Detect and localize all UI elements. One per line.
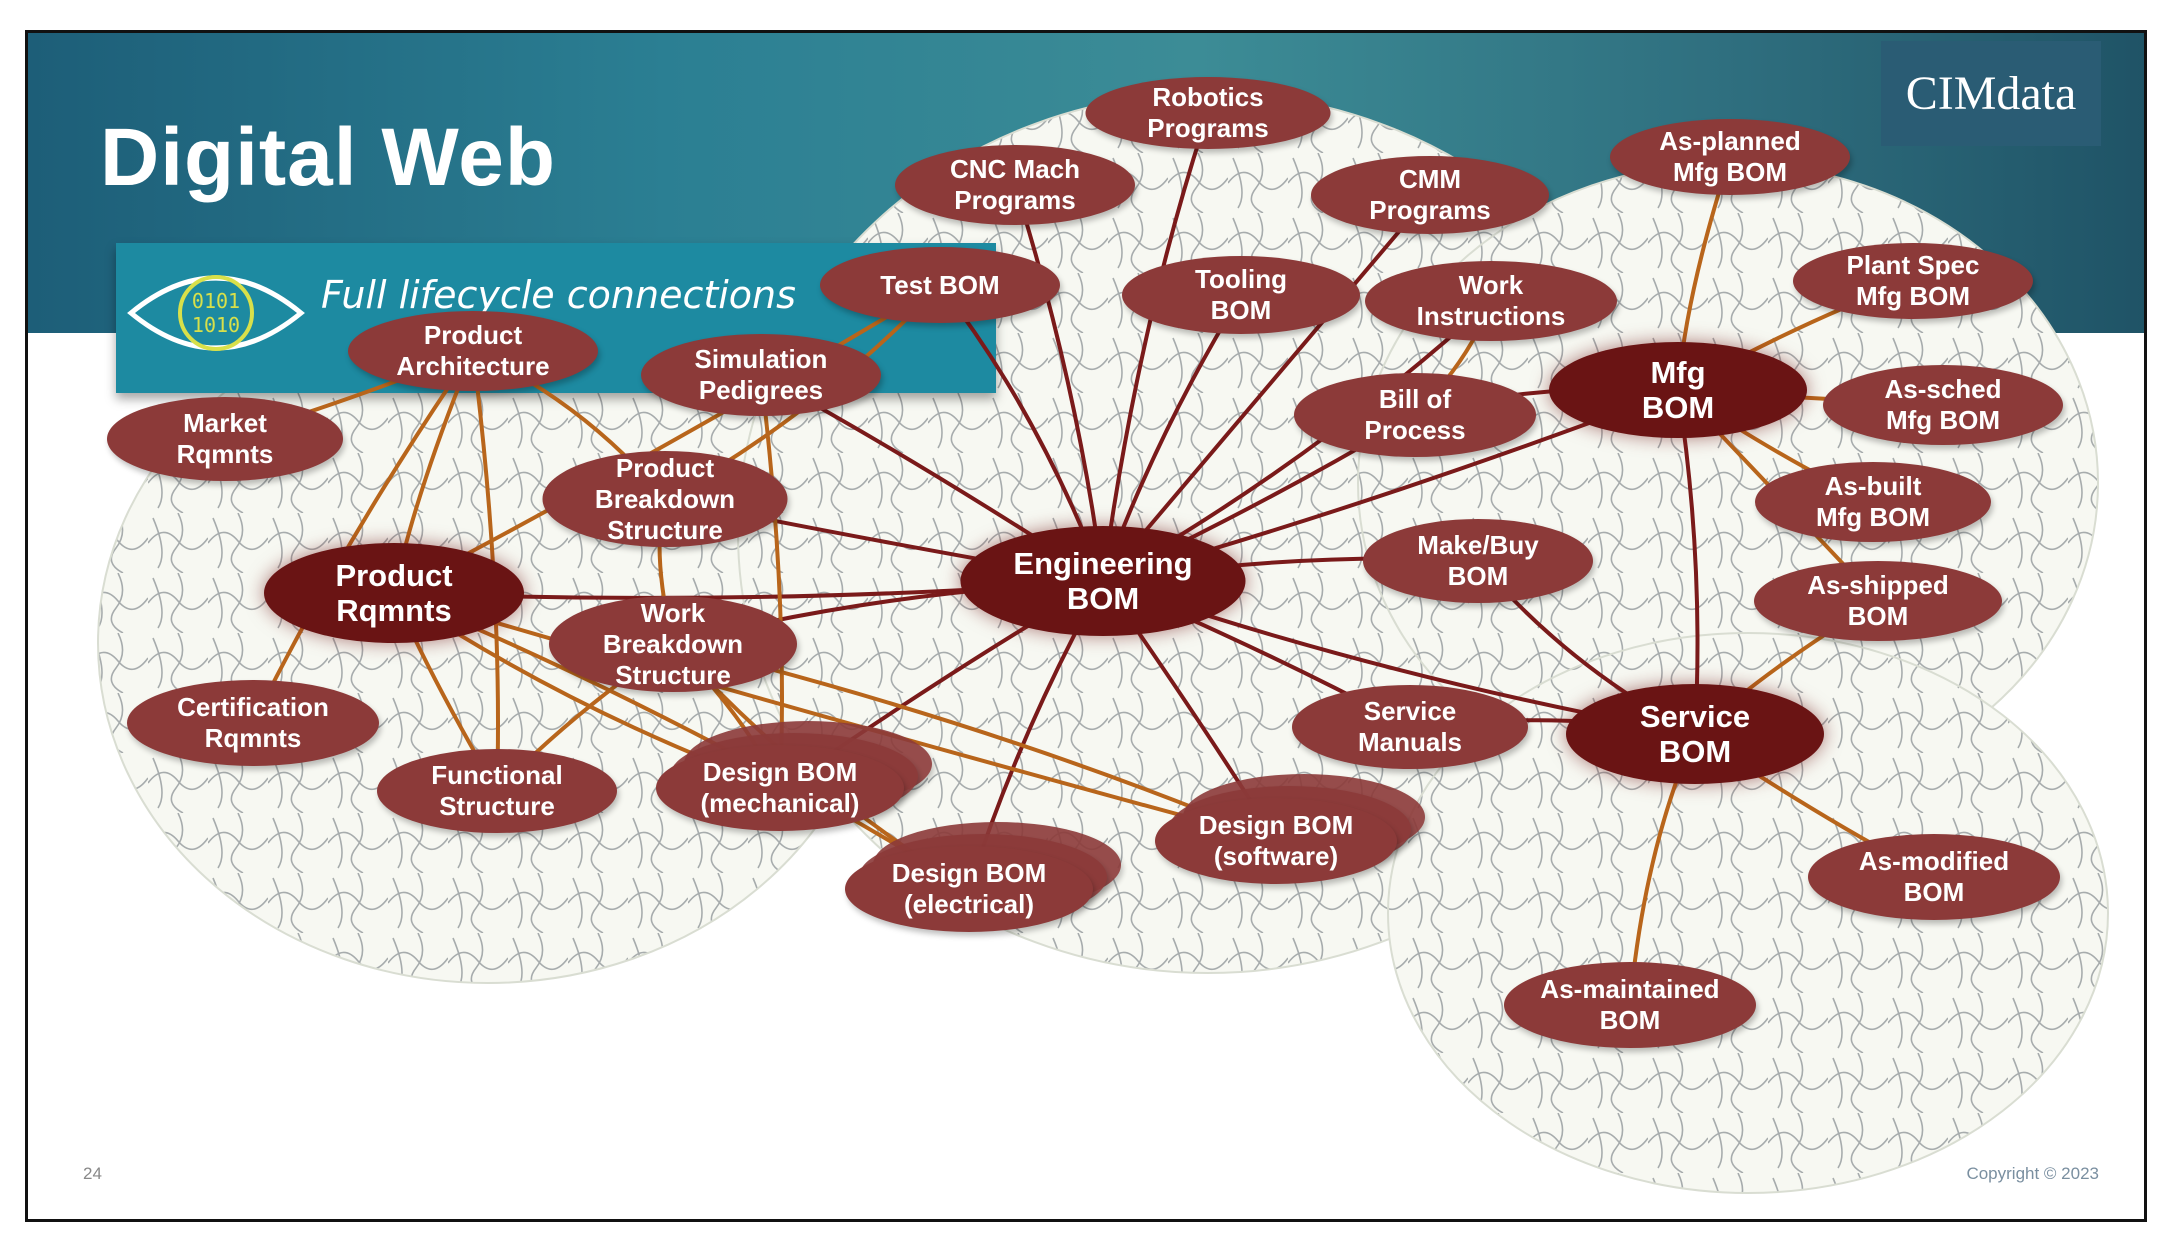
svg-text:1010: 1010 — [192, 313, 240, 337]
node-asplanned: As-planned Mfg BOM — [1610, 119, 1850, 195]
edge-prodrq-testbom — [393, 283, 942, 595]
node-servman: Service Manuals — [1292, 685, 1528, 769]
node-cmm: CMM Programs — [1311, 156, 1549, 234]
node-wbs: Work Breakdown Structure — [549, 596, 797, 692]
page-number: 24 — [83, 1164, 102, 1183]
slide: Digital Web 0101 1010 Full lifecycle con… — [25, 30, 2147, 1222]
svg-text:0101: 0101 — [192, 289, 240, 313]
edge-prodarch-certrq — [251, 349, 475, 724]
node-dbsoft: Design BOM (software) — [1155, 798, 1397, 884]
node-market: Market Rqmnts — [107, 397, 343, 481]
node-dbmech: Design BOM (mechanical) — [656, 745, 904, 831]
node-plantspec: Plant Spec Mfg BOM — [1793, 243, 2033, 319]
node-funcstruct: Functional Structure — [377, 749, 617, 833]
node-asshipped: As-shipped BOM — [1754, 561, 2002, 641]
edge-prodrq-dbsoft — [393, 591, 1277, 843]
node-makebuy: Make/Buy BOM — [1363, 519, 1593, 603]
cimdata-logo: CIMdata — [1881, 41, 2101, 146]
edge-engbom-robotics — [1101, 112, 1210, 582]
node-prodarch: Product Architecture — [348, 311, 598, 391]
edge-engbom-cnc — [1013, 184, 1105, 582]
node-dbelec: Design BOM (electrical) — [845, 846, 1093, 932]
page-title: Digital Web — [100, 112, 556, 203]
node-asmod: As-modified BOM — [1808, 834, 2060, 920]
node-certrq: Certification Rqmnts — [127, 680, 379, 766]
node-engbom: Engineering BOM — [960, 526, 1246, 636]
node-servbom: Service BOM — [1566, 684, 1824, 784]
node-workinst: Work Instructions — [1365, 261, 1617, 341]
node-asbuilt: As-built Mfg BOM — [1755, 462, 1991, 542]
node-robotics: Robotics Programs — [1085, 77, 1331, 149]
node-billproc: Bill of Process — [1294, 373, 1536, 457]
node-cnc: CNC Mach Programs — [895, 145, 1135, 225]
node-pbs: Product Breakdown Structure — [542, 451, 788, 547]
node-testbom: Test BOM — [820, 247, 1060, 323]
node-tooling: Tooling BOM — [1122, 256, 1360, 334]
node-assched: As-sched Mfg BOM — [1823, 365, 2063, 445]
subtitle: Full lifecycle connections — [321, 273, 796, 317]
node-simped: Simulation Pedigrees — [641, 334, 881, 416]
eye-icon: 0101 1010 — [127, 275, 305, 351]
node-mfgbom: Mfg BOM — [1549, 342, 1807, 438]
node-asmaint: As-maintained BOM — [1504, 962, 1756, 1048]
edge-mfgbom-servbom — [1676, 389, 1700, 735]
copyright: Copyright © 2023 — [1966, 1164, 2099, 1183]
node-prodrq: Product Rqmnts — [264, 543, 524, 643]
